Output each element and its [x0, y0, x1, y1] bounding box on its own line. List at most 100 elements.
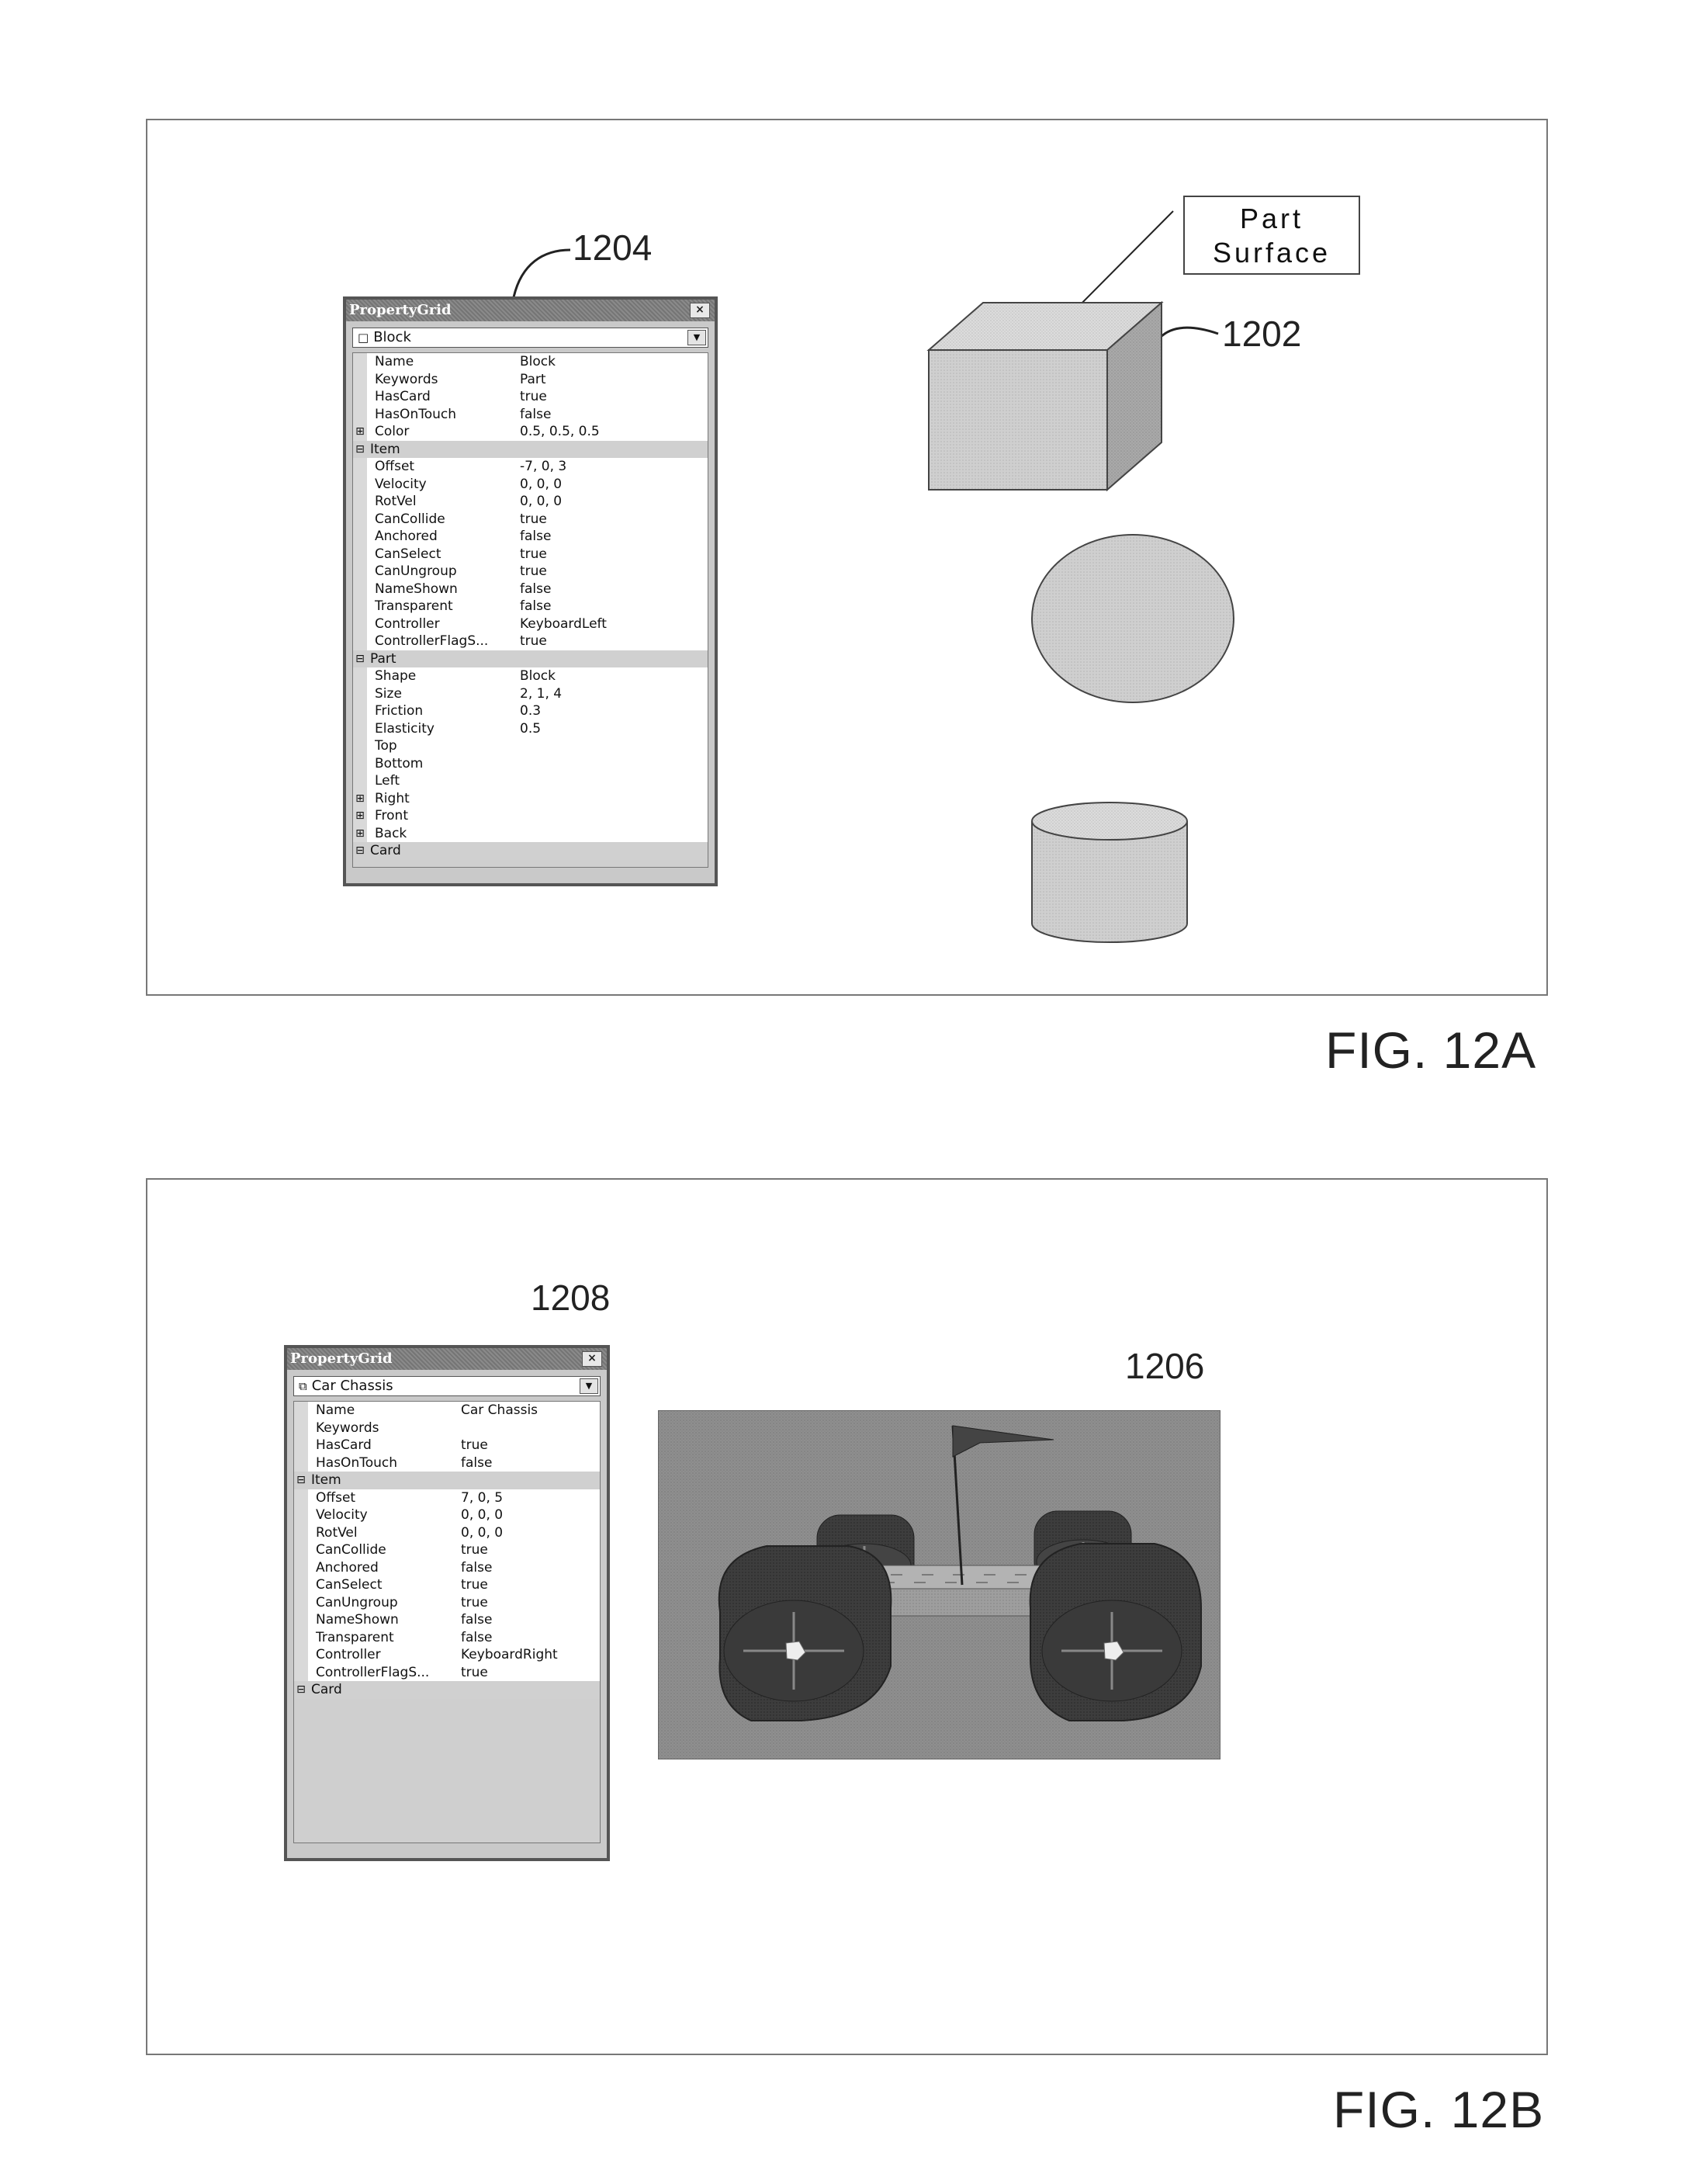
property-row[interactable]: NameShownfalse [353, 581, 708, 598]
property-value[interactable]: Block [520, 353, 556, 371]
property-row[interactable]: Friction0.3 [353, 702, 708, 720]
property-value[interactable]: false [461, 1454, 492, 1472]
property-value[interactable]: 0, 0, 0 [520, 476, 562, 494]
property-value[interactable]: true [520, 546, 547, 563]
property-value[interactable]: false [461, 1559, 492, 1577]
property-value[interactable]: Car Chassis [461, 1402, 538, 1420]
property-row[interactable]: Elasticity0.5 [353, 720, 708, 738]
property-row[interactable]: ShapeBlock [353, 667, 708, 685]
property-row[interactable]: Velocity0, 0, 0 [294, 1506, 600, 1524]
object-selector[interactable]: ⧉Car Chassis ▼ [293, 1376, 601, 1396]
property-row[interactable]: Bottom [353, 755, 708, 773]
property-row[interactable]: HasCardtrue [353, 388, 708, 406]
property-value[interactable]: -7, 0, 3 [520, 458, 566, 476]
property-row[interactable]: NameCar Chassis [294, 1402, 600, 1420]
property-category[interactable]: ⊟Card [353, 842, 708, 860]
property-row[interactable]: HasCardtrue [294, 1437, 600, 1454]
close-icon[interactable]: × [582, 1351, 602, 1367]
property-value[interactable]: 0, 0, 0 [461, 1524, 503, 1542]
property-row[interactable]: NameShownfalse [294, 1611, 600, 1629]
property-row[interactable]: CanUngrouptrue [294, 1594, 600, 1612]
expand-toggle-icon[interactable]: ⊞ [353, 825, 367, 843]
property-value[interactable]: 0.3 [520, 702, 541, 720]
property-row[interactable]: Left [353, 772, 708, 790]
property-row[interactable]: CanSelecttrue [353, 546, 708, 563]
property-row[interactable]: ⊞Right [353, 790, 708, 808]
property-value[interactable]: true [461, 1576, 488, 1594]
property-row[interactable]: Offset-7, 0, 3 [353, 458, 708, 476]
property-row[interactable]: CanUngrouptrue [353, 563, 708, 581]
property-row[interactable]: Velocity0, 0, 0 [353, 476, 708, 494]
property-row[interactable]: Offset7, 0, 5 [294, 1489, 600, 1507]
property-value[interactable]: true [520, 511, 547, 529]
property-value[interactable]: Part [520, 371, 546, 389]
property-row[interactable]: Top [353, 737, 708, 755]
property-value[interactable]: 0, 0, 0 [520, 493, 562, 511]
property-row[interactable]: CanCollidetrue [353, 511, 708, 529]
property-value[interactable]: Block [520, 667, 556, 685]
property-grid-window[interactable]: PropertyGrid × ⧉Car Chassis ▼ NameCar Ch… [284, 1345, 610, 1861]
property-row[interactable]: HasOnTouchfalse [294, 1454, 600, 1472]
property-row[interactable]: Anchoredfalse [294, 1559, 600, 1577]
property-row[interactable]: Keywords [294, 1420, 600, 1437]
property-row[interactable]: ControllerFlagS...true [294, 1664, 600, 1682]
property-category[interactable]: ⊟Part [353, 650, 708, 668]
property-category[interactable]: ⊟Item [294, 1472, 600, 1489]
property-row[interactable]: ⊞Color0.5, 0.5, 0.5 [353, 423, 708, 441]
scene-viewport[interactable] [658, 1410, 1220, 1759]
property-value[interactable]: false [520, 406, 551, 424]
expand-toggle-icon[interactable]: ⊟ [294, 1472, 308, 1489]
property-row[interactable]: Transparentfalse [353, 598, 708, 615]
property-value[interactable]: KeyboardLeft [520, 615, 607, 633]
property-row[interactable]: KeywordsPart [353, 371, 708, 389]
expand-toggle-icon[interactable]: ⊞ [353, 807, 367, 825]
property-value[interactable]: false [520, 598, 551, 615]
expand-toggle-icon[interactable]: ⊞ [353, 423, 367, 441]
object-selector[interactable]: □Block ▼ [352, 328, 708, 348]
expand-toggle-icon[interactable]: ⊟ [353, 441, 367, 459]
property-grid-window[interactable]: PropertyGrid × □Block ▼ NameBlockKeyword… [343, 296, 718, 886]
chevron-down-icon[interactable]: ▼ [580, 1378, 598, 1394]
property-row[interactable]: ⊞Front [353, 807, 708, 825]
property-row[interactable]: RotVel0, 0, 0 [353, 493, 708, 511]
property-value[interactable]: true [520, 633, 547, 650]
property-row[interactable]: Transparentfalse [294, 1629, 600, 1647]
property-value[interactable]: true [520, 563, 547, 581]
property-row[interactable]: HasOnTouchfalse [353, 406, 708, 424]
property-value[interactable]: 0.5 [520, 720, 541, 738]
property-row[interactable]: ControllerKeyboardRight [294, 1646, 600, 1664]
property-row[interactable]: Size2, 1, 4 [353, 685, 708, 703]
property-row[interactable]: RotVel0, 0, 0 [294, 1524, 600, 1542]
property-value[interactable]: true [461, 1437, 488, 1454]
property-value[interactable]: 7, 0, 5 [461, 1489, 503, 1507]
property-value[interactable]: true [520, 388, 547, 406]
property-row[interactable]: ⊞Back [353, 825, 708, 843]
property-value[interactable]: true [461, 1594, 488, 1612]
property-value[interactable]: false [461, 1611, 492, 1629]
property-value[interactable]: true [461, 1664, 488, 1682]
property-row[interactable]: CanSelecttrue [294, 1576, 600, 1594]
property-value[interactable]: false [461, 1629, 492, 1647]
property-row[interactable]: CanCollidetrue [294, 1541, 600, 1559]
property-category[interactable]: ⊟Item [353, 441, 708, 459]
chevron-down-icon[interactable]: ▼ [687, 330, 706, 345]
property-value[interactable]: 2, 1, 4 [520, 685, 562, 703]
property-grid-titlebar[interactable]: PropertyGrid × [346, 300, 715, 321]
property-value[interactable]: false [520, 528, 551, 546]
property-grid-titlebar[interactable]: PropertyGrid × [287, 1348, 607, 1370]
close-icon[interactable]: × [690, 303, 710, 318]
property-value[interactable]: false [520, 581, 551, 598]
property-row[interactable]: ControllerFlagS...true [353, 633, 708, 650]
expand-toggle-icon[interactable]: ⊟ [294, 1681, 308, 1699]
property-row[interactable]: NameBlock [353, 353, 708, 371]
property-value[interactable]: true [461, 1541, 488, 1559]
property-category[interactable]: ⊟Card [294, 1681, 600, 1699]
expand-toggle-icon[interactable]: ⊟ [353, 650, 367, 668]
property-row[interactable]: Anchoredfalse [353, 528, 708, 546]
property-row[interactable]: ControllerKeyboardLeft [353, 615, 708, 633]
property-value[interactable]: 0.5, 0.5, 0.5 [520, 423, 600, 441]
expand-toggle-icon[interactable]: ⊟ [353, 842, 367, 860]
property-value[interactable]: 0, 0, 0 [461, 1506, 503, 1524]
expand-toggle-icon[interactable]: ⊞ [353, 790, 367, 808]
property-value[interactable]: KeyboardRight [461, 1646, 558, 1664]
